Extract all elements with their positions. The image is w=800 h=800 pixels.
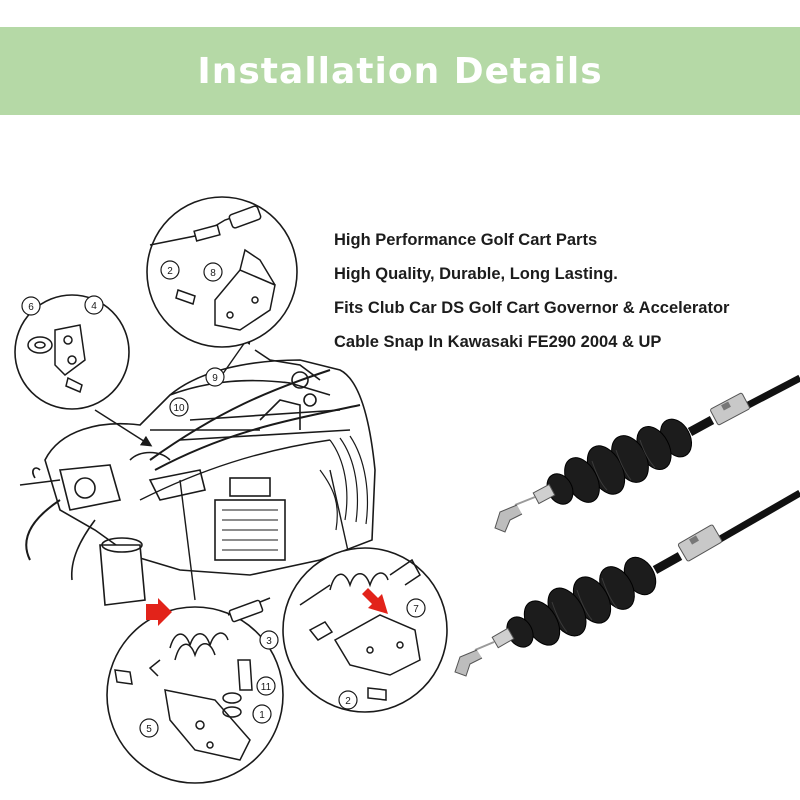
callout-label: 1 [259,710,265,721]
callout-label: 5 [146,724,152,735]
feature-item: High Performance Golf Cart Parts [334,231,598,249]
callout-label: 9 [212,373,218,384]
feature-item: Cable Snap In Kawasaki FE290 2004 & UP [334,333,662,351]
red-arrow-icon [146,598,172,626]
feature-item: Fits Club Car DS Golf Cart Governor & Ac… [334,299,730,317]
feature-list: High Performance Golf Cart Parts High Qu… [334,228,800,364]
engine-diagram [19,349,376,606]
callout-label: 6 [28,302,34,313]
feature-item: High Quality, Durable, Long Lasting. [334,265,618,283]
callout-label: 10 [173,403,185,414]
callout-label: 3 [266,636,272,647]
callout-label: 8 [210,268,216,279]
callout-markers [21,260,426,738]
callout-label: 11 [261,682,272,693]
throttle-cable-upper [494,374,800,533]
throttle-cable-lower [454,489,800,677]
callout-label: 2 [345,696,351,707]
callout-label: 2 [167,266,173,277]
callout-label: 7 [413,604,419,615]
detail-circle-bottom-right [282,547,448,713]
red-arrow-icon [362,588,388,614]
detail-circle-bottom-left [106,597,284,784]
callout-label: 4 [91,301,97,312]
header-banner: Installation Details [0,27,800,115]
detail-circle-left [14,294,130,410]
banner-title: Installation Details [197,50,603,92]
